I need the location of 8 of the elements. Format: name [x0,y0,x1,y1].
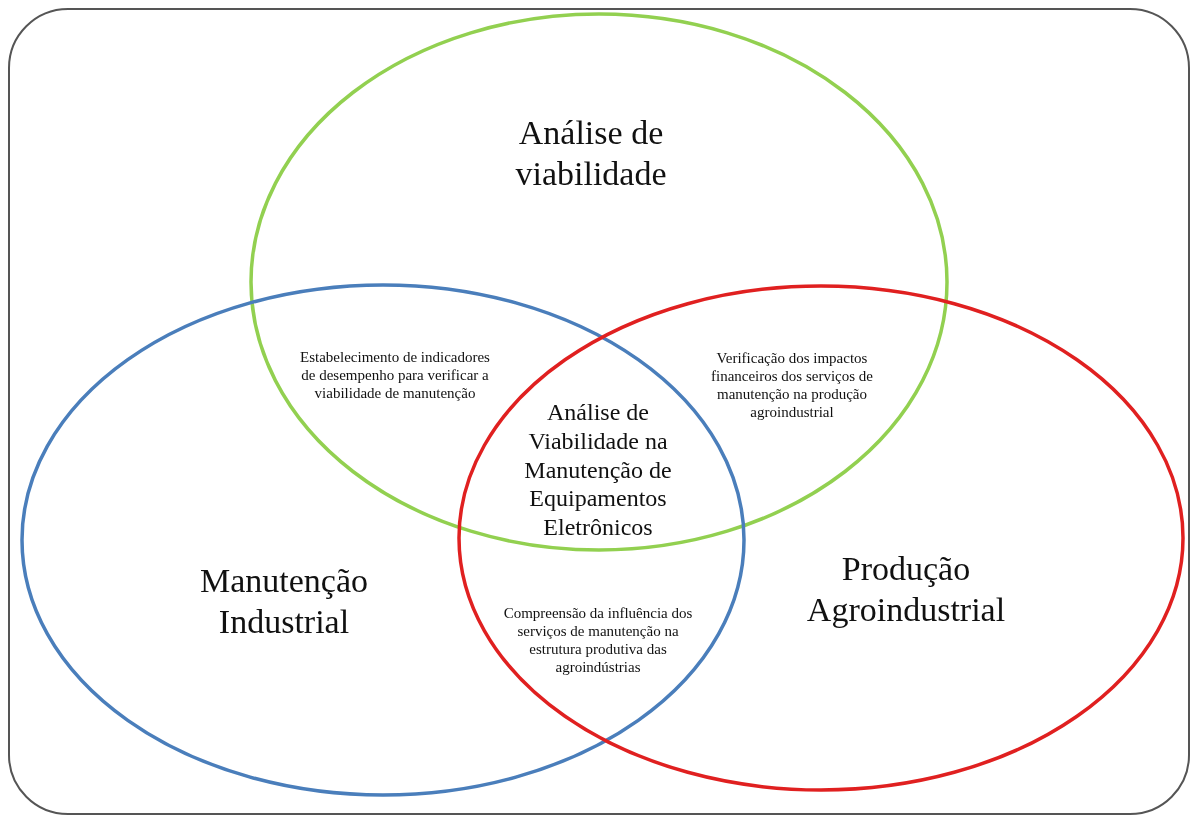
center-title: Análise de Viabilidade na Manutenção de Equipamentos Eletrônicos [523,398,673,542]
set-title: Manutenção Industrial [198,561,369,642]
set-title: Análise de viabilidade [514,113,668,194]
overlap-text: Verificação dos impactos financeiros dos serviços de manutenção na produção agroindustrial [709,349,874,421]
frame-background [8,8,1190,815]
overlap-text: Compreensão da influência dos serviços de manutenção na estrutura produtiva das agroindústrias [502,604,694,676]
overlap-text: Estabelecimento de indicadores de desempenho para verificar a viabilidade de manutenção [300,348,490,402]
set-title: Produção Agroindustrial [805,549,1007,630]
